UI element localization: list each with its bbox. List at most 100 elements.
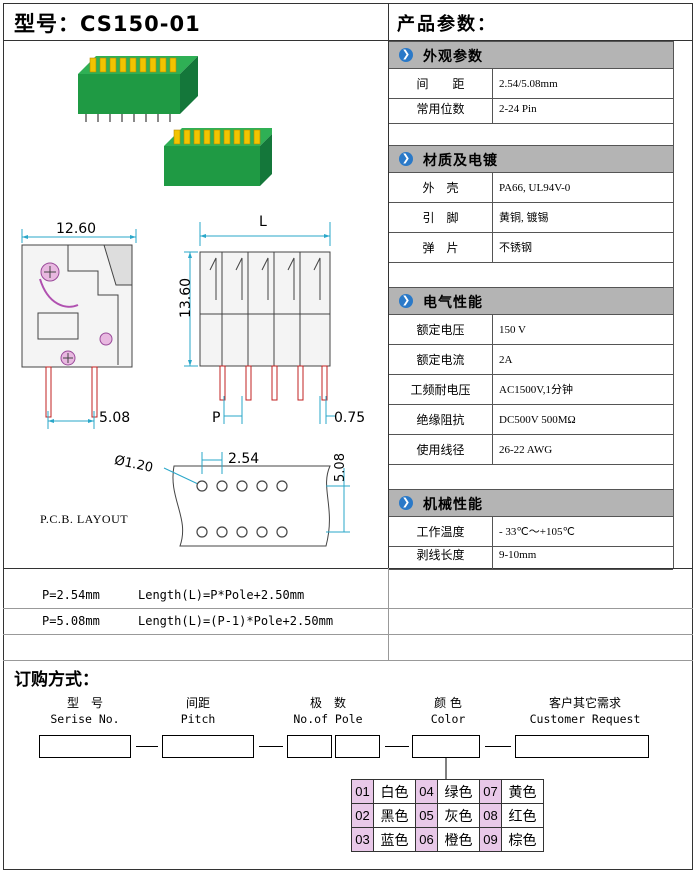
param-value: 2A	[499, 354, 513, 366]
order-label-series: 型 号 Serise No.	[30, 695, 140, 727]
order-label-cn: 客户其它需求	[548, 696, 621, 710]
section-mechanical: ❯ 机械性能	[389, 489, 673, 517]
table-row: 03 蓝色 06 橙色 09 棕色	[351, 827, 544, 852]
order-label-cn: 颜 色	[434, 696, 462, 710]
param-row: 引 脚 黄铜, 镀锡	[389, 203, 673, 233]
param-key: 额定电流	[389, 345, 493, 375]
dim-length: L	[259, 214, 267, 230]
section-bullet-icon: ❯	[399, 496, 413, 510]
order-label-en: Pitch	[180, 712, 216, 726]
color-name: 灰色	[437, 803, 480, 828]
order-label-en: No.of Pole	[293, 712, 363, 726]
section-bullet-icon: ❯	[399, 152, 413, 166]
color-code: 04	[415, 779, 438, 804]
pcb-layout-drawing	[163, 452, 350, 547]
dim-pin-width: 0.75	[334, 410, 366, 426]
param-key: 常用位数	[389, 94, 493, 124]
color-code-table: 01 白色 04 绿色 07 黄色 02 黑色 05 灰色 08 红色 03 蓝…	[351, 779, 544, 852]
separator-dash	[136, 746, 158, 747]
param-row: 工频耐电压 AC1500V,1分钟	[389, 375, 673, 405]
product-photo	[78, 56, 272, 186]
table-row: 02 黑色 05 灰色 08 红色	[351, 803, 544, 828]
customer-input-box[interactable]	[515, 735, 649, 758]
section-electrical: ❯ 电气性能	[389, 287, 673, 315]
param-value: 9-10mm	[499, 549, 537, 561]
pole-input-box-2[interactable]	[335, 735, 380, 758]
color-code: 05	[415, 803, 438, 828]
section-title: 机械性能	[423, 497, 483, 513]
param-row: 外 壳 PA66, UL94V-0	[389, 173, 673, 203]
section-appearance: ❯ 外观参数	[389, 41, 673, 69]
front-view-drawing	[184, 222, 336, 424]
color-name: 橙色	[437, 827, 480, 852]
table-row: 01 白色 04 绿色 07 黄色	[351, 779, 544, 804]
section-title: 外观参数	[423, 49, 483, 65]
connector-photo-1	[78, 56, 198, 122]
param-row: 弹 片 不锈钢	[389, 233, 673, 263]
section-material: ❯ 材质及电镀	[389, 145, 673, 173]
side-view-drawing	[21, 229, 137, 429]
separator-dash	[259, 746, 283, 747]
series-input-box[interactable]	[39, 735, 131, 758]
section-bullet-icon: ❯	[399, 48, 413, 62]
param-key: 引 脚	[389, 203, 493, 233]
param-row: 工作温度 - 33℃～+105℃	[389, 517, 673, 547]
param-key: 剥线长度	[389, 540, 493, 570]
model-title: 型号：CS150-01	[14, 12, 201, 36]
formula-pitch: P=5.08mm	[42, 614, 100, 628]
param-value: - 33℃～+105℃	[499, 526, 575, 538]
param-key: 使用线径	[389, 435, 493, 465]
param-key: 间 距	[389, 69, 493, 99]
dim-pcb-row: 5.08	[332, 453, 348, 482]
separator-dash	[385, 746, 409, 747]
color-code: 09	[479, 827, 502, 852]
color-input-box[interactable]	[412, 735, 480, 758]
order-label-color: 颜 色 Color	[400, 695, 496, 727]
param-value: 150 V	[499, 324, 526, 336]
param-key: 绝缘阻抗	[389, 405, 493, 435]
color-name: 黄色	[501, 779, 544, 804]
pitch-input-box[interactable]	[162, 735, 254, 758]
order-label-cn: 极 数	[309, 696, 346, 710]
order-label-customer: 客户其它需求 Customer Request	[510, 695, 660, 727]
param-value: DC500V 500MΩ	[499, 414, 576, 426]
color-code: 02	[351, 803, 374, 828]
param-row: 间 距 2.54/5.08mm	[389, 69, 673, 99]
pole-input-box-1[interactable]	[287, 735, 332, 758]
connector-photo-2	[164, 128, 272, 186]
param-row: 使用线径 26-22 AWG	[389, 435, 673, 465]
order-label-en: Color	[430, 712, 466, 726]
dim-pitch: P	[212, 410, 221, 426]
color-code: 06	[415, 827, 438, 852]
dim-width: 12.60	[56, 221, 97, 237]
param-key: 额定电压	[389, 315, 493, 345]
dim-pcb-pitch: 2.54	[228, 451, 260, 467]
param-value: AC1500V,1分钟	[499, 384, 574, 396]
dim-height: 13.60	[178, 277, 195, 319]
param-value: 黄铜, 镀锡	[499, 212, 549, 224]
separator-dash	[485, 746, 511, 747]
ordering-title: 订购方式：	[14, 670, 99, 690]
color-connector-line	[445, 758, 447, 780]
formula-pitch: P=2.54mm	[42, 588, 100, 602]
params-title: 产品参数：	[397, 14, 497, 35]
param-key: 工频耐电压	[389, 375, 493, 405]
param-row: 额定电压 150 V	[389, 315, 673, 345]
section-title: 材质及电镀	[423, 153, 498, 169]
color-code: 08	[479, 803, 502, 828]
dim-pin-spacing: 5.08	[99, 410, 131, 426]
param-row: 绝缘阻抗 DC500V 500MΩ	[389, 405, 673, 435]
order-label-en: Serise No.	[50, 712, 120, 726]
param-value: 26-22 AWG	[499, 444, 553, 456]
color-code: 03	[351, 827, 374, 852]
param-row: 剥线长度 9-10mm	[389, 540, 673, 570]
color-code: 01	[351, 779, 374, 804]
order-label-cn: 间距	[185, 696, 210, 710]
color-name: 黑色	[373, 803, 416, 828]
param-key: 外 壳	[389, 173, 493, 203]
order-label-pole: 极 数 No.of Pole	[280, 695, 376, 727]
order-label-pitch: 间距 Pitch	[150, 695, 246, 727]
color-name: 绿色	[437, 779, 480, 804]
param-value: 2.54/5.08mm	[499, 78, 558, 90]
formula-length: Length(L)=(P-1)*Pole+2.50mm	[138, 614, 334, 628]
